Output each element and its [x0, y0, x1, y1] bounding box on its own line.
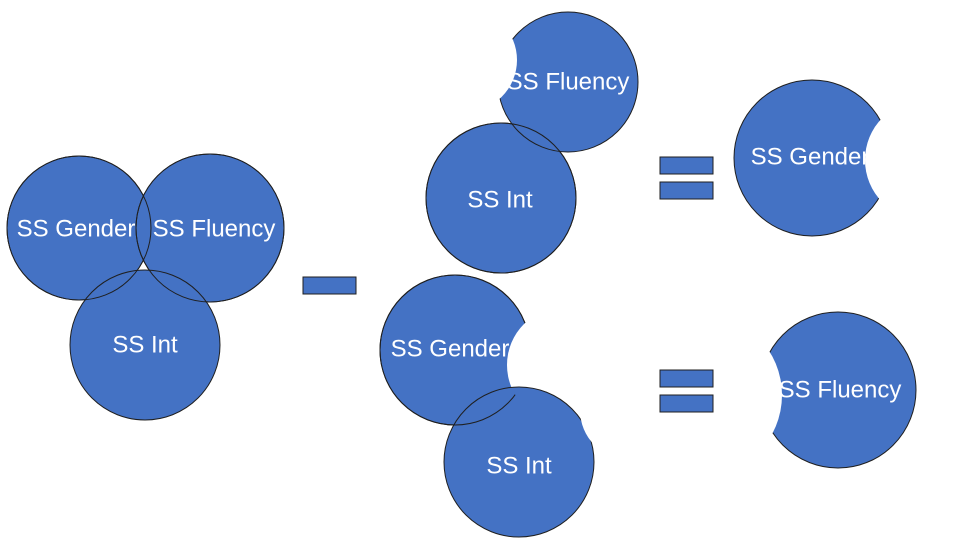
result-gender-label: SS Gender [751, 144, 870, 171]
venn-fluency-label: SS Fluency [153, 216, 276, 243]
result-fluency-shape [759, 311, 917, 469]
venn-fluency-outline [135, 153, 285, 303]
bottom-pair: SS Gender SS Int [379, 274, 595, 538]
top-int-label: SS Int [467, 187, 533, 214]
result-gender-shape [733, 79, 891, 237]
bottom-int-label: SS Int [486, 453, 552, 480]
equals-sign-bottom [659, 369, 714, 413]
venn-int-label: SS Int [112, 332, 178, 359]
result-top: SS Gender [733, 79, 891, 237]
equals-sign-text: = [0, 0, 1, 1]
result-bottom: SS Fluency [759, 311, 917, 469]
bottom-gender-outline [379, 274, 531, 426]
result-fluency-label: SS Fluency [779, 377, 902, 404]
equals-sign-top [659, 156, 714, 200]
top-int-outline [425, 122, 577, 274]
venn-three-circles: SS Gender SS Fluency SS Int [6, 153, 285, 421]
minus-sign-text: − [0, 0, 1, 1]
bottom-gender-label: SS Gender [391, 336, 510, 363]
bottom-int-circle [443, 386, 595, 538]
top-fluency-label: SS Fluency [507, 69, 630, 96]
venn-int-circle [69, 269, 221, 421]
top-pair: SS Fluency SS Int [425, 11, 639, 274]
top-fluency-circle [497, 11, 639, 153]
minus-sign [302, 276, 357, 295]
venn-gender-outline [6, 155, 152, 301]
venn-gender-label: SS Gender [17, 216, 136, 243]
